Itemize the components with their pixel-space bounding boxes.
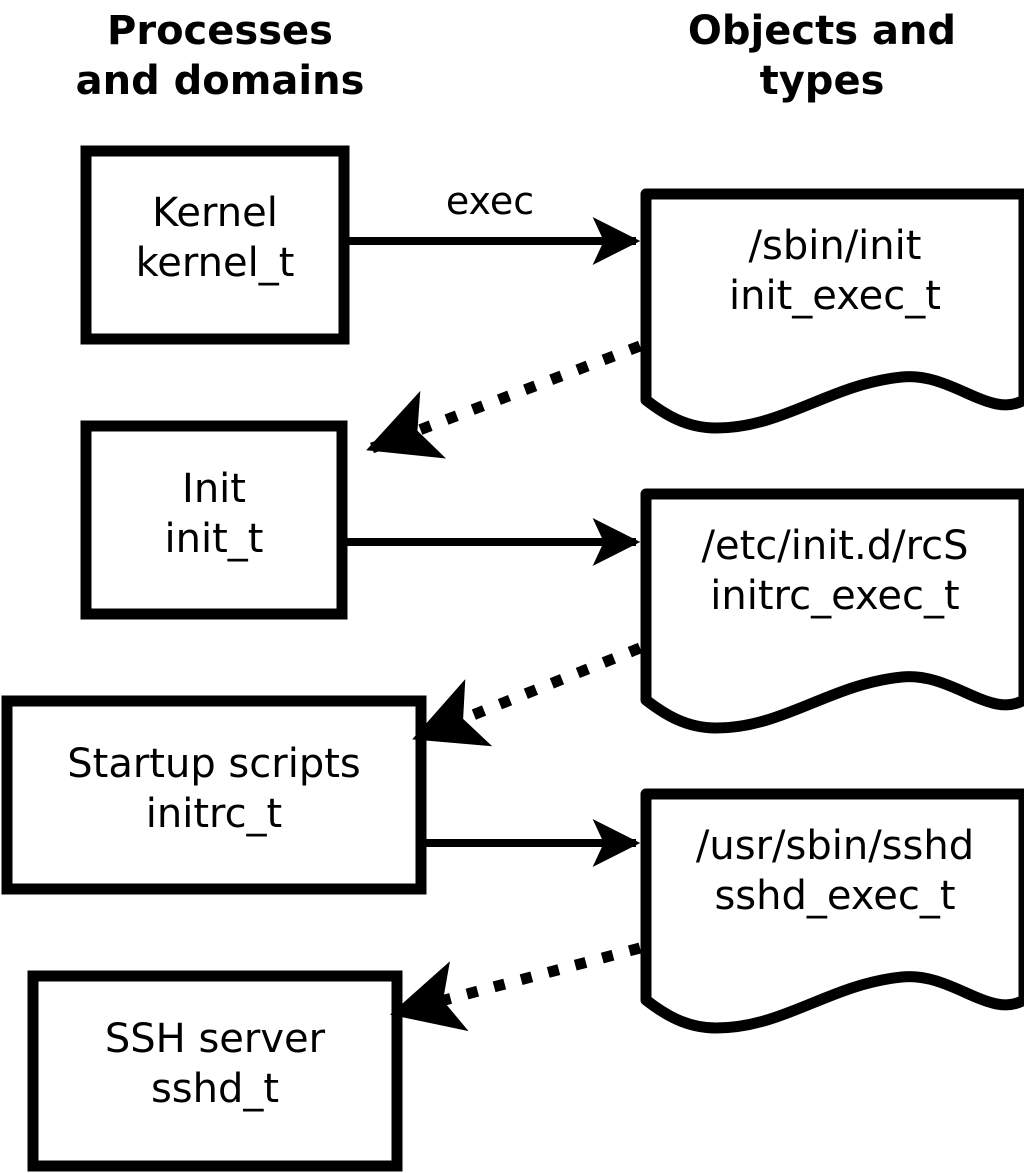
process-box-init[interactable]: [80, 420, 348, 620]
edge-label-exec: exec: [445, 179, 535, 223]
process-box-startup-scripts[interactable]: [1, 695, 427, 895]
object-document-sshd-exec[interactable]: [640, 788, 1024, 1034]
process-box-ssh-server[interactable]: [27, 970, 403, 1172]
object-document-initrc-exec[interactable]: [640, 488, 1024, 734]
column-heading-objects: Objects and types: [687, 8, 957, 104]
edge-initrc-exec-to-initrc: [412, 642, 643, 747]
process-box-kernel[interactable]: [80, 145, 350, 345]
object-document-init-exec[interactable]: [640, 188, 1024, 434]
edge-sshd-exec-to-sshd: [389, 942, 642, 1032]
column-heading-processes: Processes and domains: [75, 8, 365, 104]
edge-init-exec-to-init: [366, 340, 642, 459]
